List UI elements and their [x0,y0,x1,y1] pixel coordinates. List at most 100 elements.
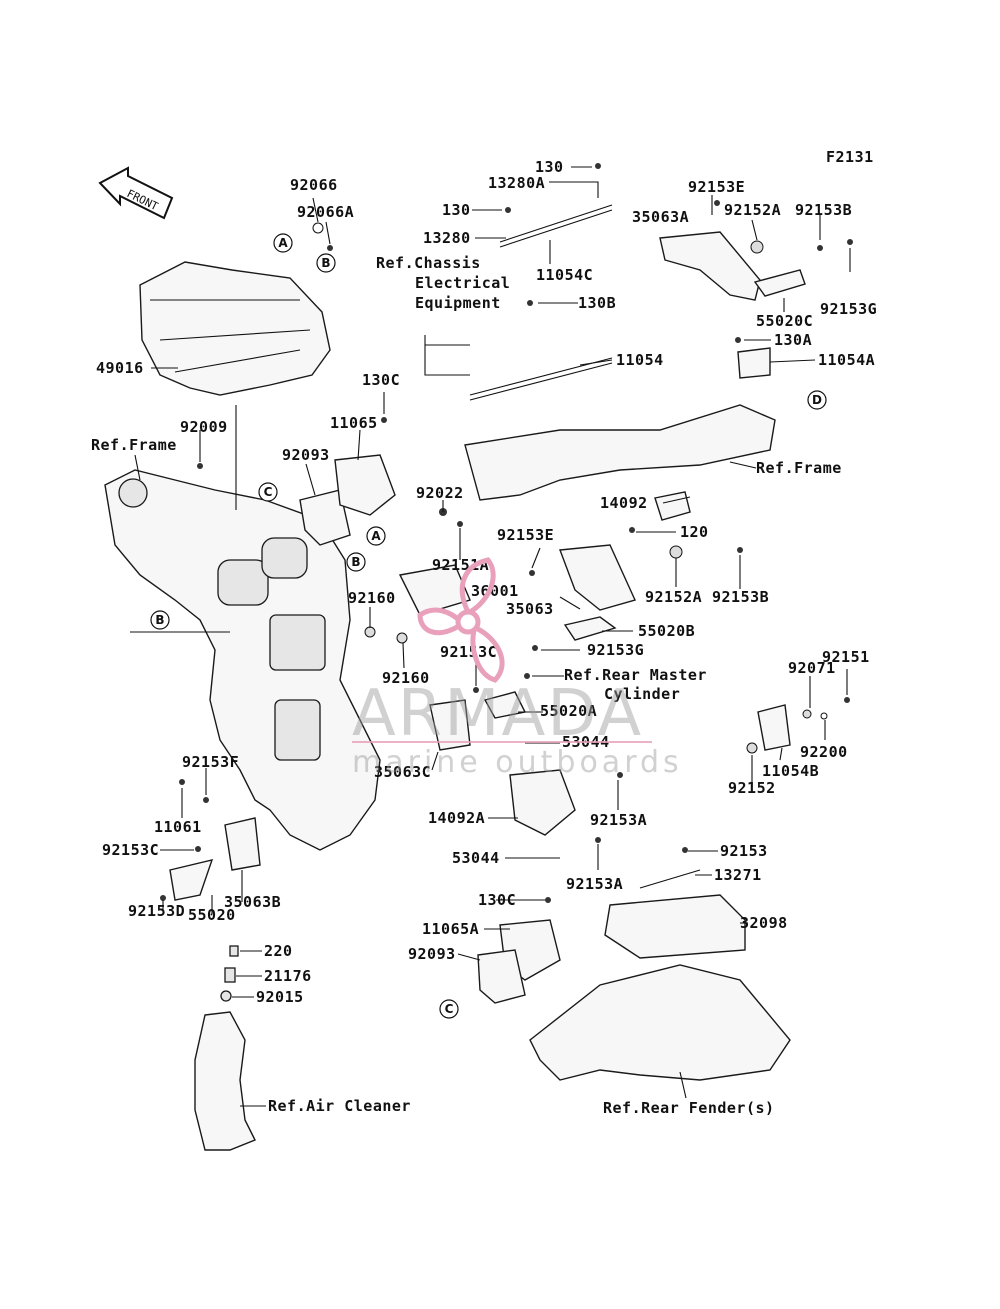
svg-text:C: C [445,1002,454,1016]
watermark-brand: ARMADA [352,677,643,751]
label-130-mid: 130 [442,201,471,219]
svg-text:B: B [155,613,164,627]
label-36001: 36001 [471,582,519,600]
bracket-35063B [224,817,261,871]
tray-32098 [604,894,746,959]
label-92022: 92022 [416,484,464,502]
label-92160-lower: 92160 [382,669,430,687]
label-92153: 92153 [720,842,768,860]
label-11065: 11065 [330,414,378,432]
cover-14092 [654,491,691,521]
frame-opening-2 [261,537,308,579]
label-92151A: 92151A [432,556,489,574]
frame-opening-4 [274,699,321,761]
propeller-logo-icon [417,557,505,683]
bracket-35063A [659,231,761,301]
label-55020: 55020 [188,906,236,924]
bracket-35063 [559,544,636,611]
ref-air-cleaner: Ref.Air Cleaner [268,1097,411,1115]
label-92152A-mid: 92152A [645,588,702,606]
label-92151: 92151 [822,648,870,666]
hardware-dots [160,163,853,903]
bracket-35063C [429,699,471,751]
label-92153G-top: 92153G [820,300,877,318]
rail-bar-11054 [469,357,613,401]
seat-cover-detail [150,299,311,373]
ref-chassis-line1: Ref.Chassis [376,254,481,272]
ref-rear-master-line1: Ref.Rear Master [564,666,707,684]
leader-lines [130,166,851,1107]
label-11065A: 11065A [422,920,479,938]
frame-opening-1 [217,559,269,606]
plate-55020C [753,269,806,297]
label-13280A: 13280A [488,174,545,192]
label-130B: 130B [578,294,616,312]
frame-opening-3 [269,614,326,671]
label-11054B: 11054B [762,762,819,780]
label-92160-upper: 92160 [348,589,396,607]
watermark: ARMADA marine outboards [352,557,683,780]
label-11054A: 11054A [818,351,875,369]
label-35063A: 35063A [632,208,689,226]
callout-b-frame: B [346,552,366,572]
upper-rail-11054 [464,404,776,501]
label-92153B-top: 92153B [795,201,852,219]
label-92153C-left: 92153C [102,841,159,859]
front-arrow-icon: FRONT [98,166,174,220]
label-11061: 11061 [154,818,202,836]
label-11054C: 11054C [536,266,593,284]
svg-text:A: A [371,529,381,543]
label-92153F: 92153F [182,753,239,771]
air-cleaner-duct [194,1011,256,1151]
label-13271: 13271 [714,866,762,884]
label-32098: 32098 [740,914,788,932]
svg-text:C: C [264,485,273,499]
label-11054: 11054 [616,351,664,369]
watermark-tagline: marine outboards [352,745,683,780]
label-55020A: 55020A [540,702,597,720]
ref-frame-right: Ref.Frame [756,459,842,477]
cover-14092A [509,769,576,836]
label-35063: 35063 [506,600,554,618]
ref-chassis-line2: Electrical [415,274,510,292]
gasket-92093-lower [477,949,526,1004]
gasket-92093 [299,489,351,546]
bolt-220 [229,945,239,957]
ref-rear-fender: Ref.Rear Fender(s) [603,1099,775,1117]
callout-a-top: A [273,233,293,253]
label-92071: 92071 [788,659,836,677]
figure-code: F2131 [826,148,874,166]
label-130-top: 130 [535,158,564,176]
svg-text:B: B [321,256,330,270]
ref-rear-master-line2: Cylinder [604,685,680,703]
label-13280: 13280 [423,229,471,247]
guard-36001 [398,564,471,616]
label-92200: 92200 [800,743,848,761]
label-53044-lower: 53044 [452,849,500,867]
label-130A: 130A [774,331,812,349]
label-92153D: 92153D [128,902,185,920]
label-35063C: 35063C [374,763,431,781]
label-92066A: 92066A [297,203,354,221]
label-55020C: 55020C [756,312,813,330]
label-92093-top: 92093 [282,446,330,464]
clip-21176 [224,967,236,983]
label-92009: 92009 [180,418,228,436]
svg-text:A: A [278,236,288,250]
label-92153C-mid: 92153C [440,643,497,661]
label-92152: 92152 [728,779,776,797]
part-labels: 92066 92066A 49016 92009 130 13280A 130 … [96,158,877,1006]
svg-text:D: D [812,393,822,407]
plate-55020 [169,859,214,901]
ref-chassis-line3: Equipment [415,294,501,312]
label-92153A-lower: 92153A [566,875,623,893]
label-92153E-mid: 92153E [497,526,554,544]
reference-labels: Ref.Chassis Electrical Equipment Ref.Fra… [91,254,842,1117]
callout-c-lower: C [439,999,459,1019]
label-130C-top: 130C [362,371,400,389]
rear-fender [529,964,791,1081]
label-49016: 49016 [96,359,144,377]
label-14092: 14092 [600,494,648,512]
label-21176: 21176 [264,967,312,985]
